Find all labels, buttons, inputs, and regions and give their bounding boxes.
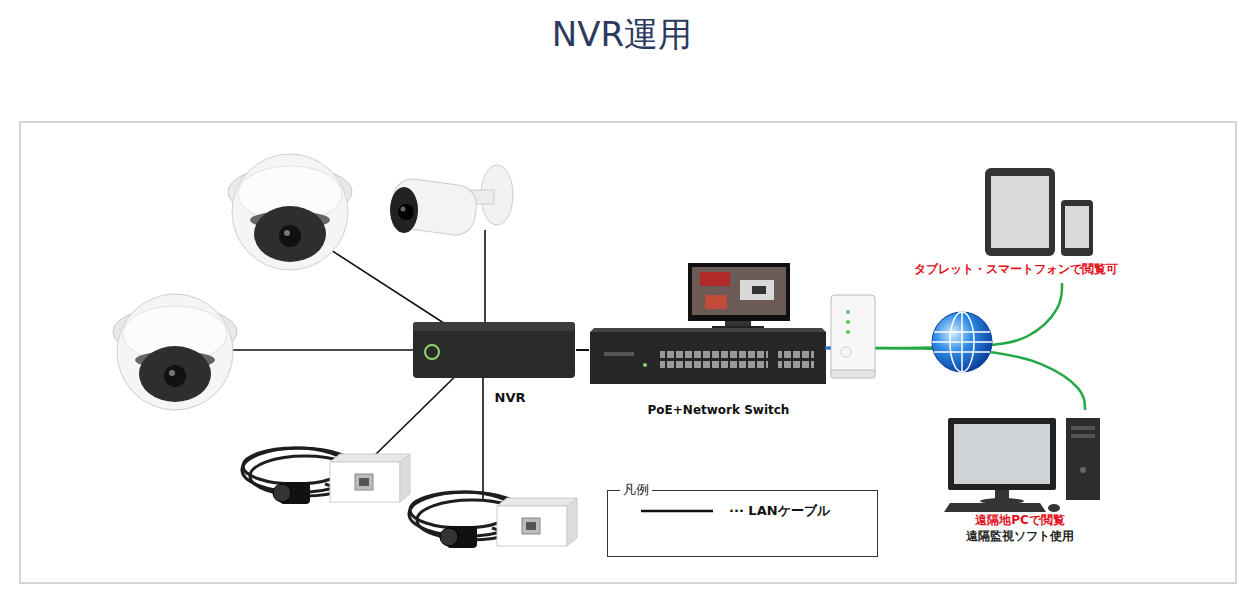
remote-pc <box>1071 426 1095 430</box>
nvr-device <box>413 322 575 378</box>
tablet-phone <box>1065 206 1089 248</box>
remote-pc <box>1080 467 1086 473</box>
legend-box: 凡例··· LANケーブル <box>607 490 878 557</box>
tablet-phone <box>1061 200 1093 256</box>
monitor-display <box>688 263 790 331</box>
wifi-router <box>831 370 875 378</box>
cube-camera-group <box>242 448 577 548</box>
internet-globe <box>932 312 992 372</box>
device-label: タブレット・スマートフォンで閲覧可 <box>914 261 1118 277</box>
bullet-camera <box>401 207 406 212</box>
nvr-device <box>413 322 575 378</box>
monitor-display <box>705 295 727 309</box>
remote-pc <box>1071 434 1095 438</box>
legend-row: ··· LANケーブル <box>641 503 830 519</box>
monitor-display <box>700 272 730 286</box>
legend-text: ··· LANケーブル <box>729 503 830 519</box>
monitor-display <box>692 267 786 315</box>
monitor-display <box>688 263 790 321</box>
poe-switch <box>778 350 814 370</box>
bullet-camera <box>390 187 418 233</box>
poe-switch <box>604 352 634 356</box>
device-label: PoE+Network Switch <box>648 402 790 418</box>
wifi-router <box>825 295 875 378</box>
remote-pc <box>1048 504 1060 512</box>
cube-camera <box>242 448 410 504</box>
poe-switch <box>660 350 768 370</box>
device-node: NVR <box>408 316 576 410</box>
nvr-device <box>413 322 575 331</box>
legend-sample <box>641 504 713 518</box>
dome-camera <box>113 294 237 410</box>
monitor-display <box>740 280 774 300</box>
tablet-phone <box>985 168 1055 256</box>
device-label: 遠隔監視ソフト使用 <box>966 528 1074 544</box>
bullet-camera <box>389 176 479 237</box>
internet-globe <box>932 312 992 372</box>
remote-pc <box>944 503 1046 512</box>
device-label: 遠隔地PCで閲覧 <box>975 512 1065 528</box>
poe-switch <box>643 363 647 367</box>
tablet-phone <box>991 176 1049 248</box>
poe-switch <box>590 328 826 332</box>
wifi-router <box>846 330 850 334</box>
device-node: PoE+Network Switch <box>589 322 828 420</box>
tablet-phone <box>985 168 1093 256</box>
monitor-display <box>752 286 766 294</box>
lan-connector <box>576 349 589 351</box>
device-node: 遠隔地PCで閲覧遠隔監視ソフト使用 <box>930 410 1110 546</box>
device-label: NVR <box>495 390 526 406</box>
wifi-router <box>846 310 850 314</box>
poe-switch <box>590 328 826 384</box>
internet-globe <box>934 351 990 353</box>
poe-switch <box>590 332 826 384</box>
diagram-title: NVR運用 <box>0 12 1244 56</box>
bullet-camera <box>398 204 414 220</box>
diagram-frame <box>20 122 1236 583</box>
internet-globe <box>934 331 990 333</box>
legend-heading: 凡例 <box>620 482 652 498</box>
remote-pc <box>954 424 1050 484</box>
wifi-router <box>831 295 875 377</box>
cube-camera <box>409 492 577 548</box>
device-node: タブレット・スマートフォンで閲覧可 <box>893 163 1139 283</box>
remote-pc <box>944 418 1100 512</box>
legend-line-sample <box>641 510 713 513</box>
internet-globe <box>932 341 992 343</box>
bullet-camera <box>389 165 513 238</box>
remote-pc <box>948 418 1056 490</box>
remote-pc <box>1066 418 1100 500</box>
wifi-router <box>841 347 851 357</box>
dome-camera <box>228 154 352 270</box>
nvr-device <box>425 345 439 359</box>
wifi-router <box>846 320 850 324</box>
